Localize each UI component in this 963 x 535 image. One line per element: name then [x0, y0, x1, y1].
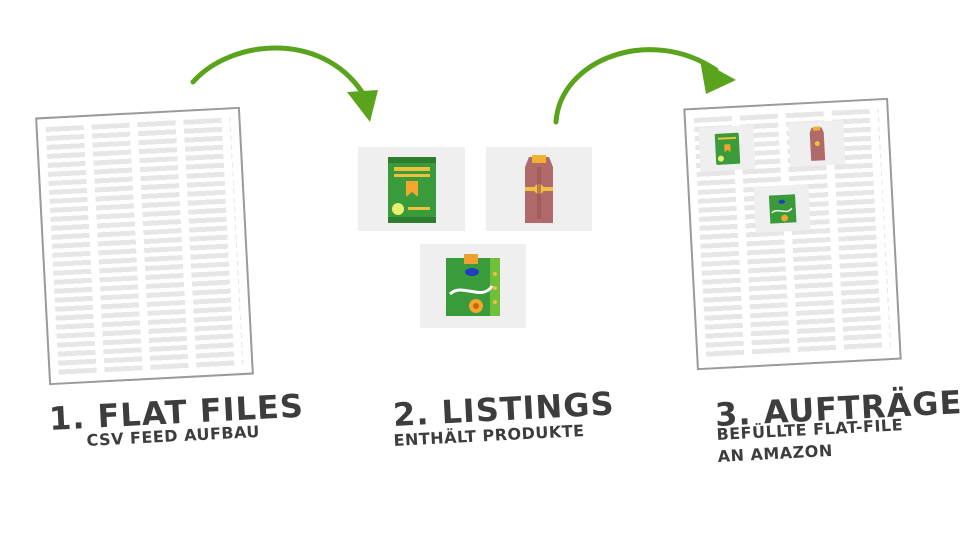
- coffee-bag-product-icon: [809, 126, 825, 161]
- mini-tile-juice: [753, 184, 811, 233]
- coffee-bag-product-icon: [525, 155, 553, 223]
- filled-flat-file-document-icon: [683, 97, 902, 371]
- product-tile-juice: [420, 244, 526, 328]
- snack-bag-product-icon: [714, 132, 740, 165]
- product-tile-snack: [358, 147, 465, 231]
- juice-box-product-icon: [446, 254, 500, 316]
- juice-box-product-icon: [768, 194, 796, 224]
- mini-tile-coffee: [788, 120, 846, 168]
- product-tile-coffee: [486, 147, 592, 231]
- snack-bag-product-icon: [387, 157, 436, 223]
- mini-tile-snack: [698, 124, 756, 172]
